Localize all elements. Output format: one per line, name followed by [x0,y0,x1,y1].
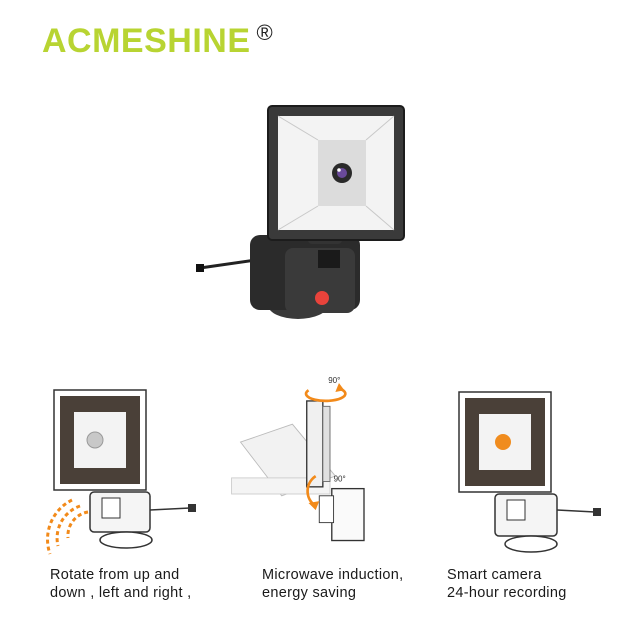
caption-line: Microwave induction, [262,567,404,583]
angle-label-top: 90° [328,376,340,385]
rotate-arrow-top [304,387,347,403]
antenna-tip [196,264,204,272]
body-slot [318,250,340,268]
antenna-cable [199,258,257,270]
caption-line: down , left and right , [50,585,192,601]
motion-wave-1 [66,510,89,539]
feature-microwave-illustration: 90° 90° [231,376,365,542]
caption-line: Smart camera [447,567,542,583]
feature-caption-camera: Smart camera 24-hour recording [447,566,567,602]
brand-name-shine: SHINE [144,22,251,60]
motion-wave-3 [46,498,73,555]
caption-line: Rotate from up and [50,567,180,583]
indicator-light [315,291,329,305]
feature-caption-microwave: Microwave induction, energy saving [262,566,403,602]
lens-gray [86,431,104,449]
brand-name-acme: ACME [42,22,145,60]
caption-line: 24-hour recording [447,585,567,601]
motion-wave-2 [55,504,81,547]
feature-rotate-illustration [46,389,196,555]
camera-lens-orange [495,434,511,450]
feature-camera-illustration [458,391,601,553]
rotate-arrow-side [306,474,317,506]
hero-product-image [196,105,405,319]
registered-mark: ® [256,20,274,45]
caption-line: energy saving [262,585,357,601]
feature-caption-rotate: Rotate from up and down , left and right… [50,566,192,602]
angle-label-side: 90° [334,474,346,483]
